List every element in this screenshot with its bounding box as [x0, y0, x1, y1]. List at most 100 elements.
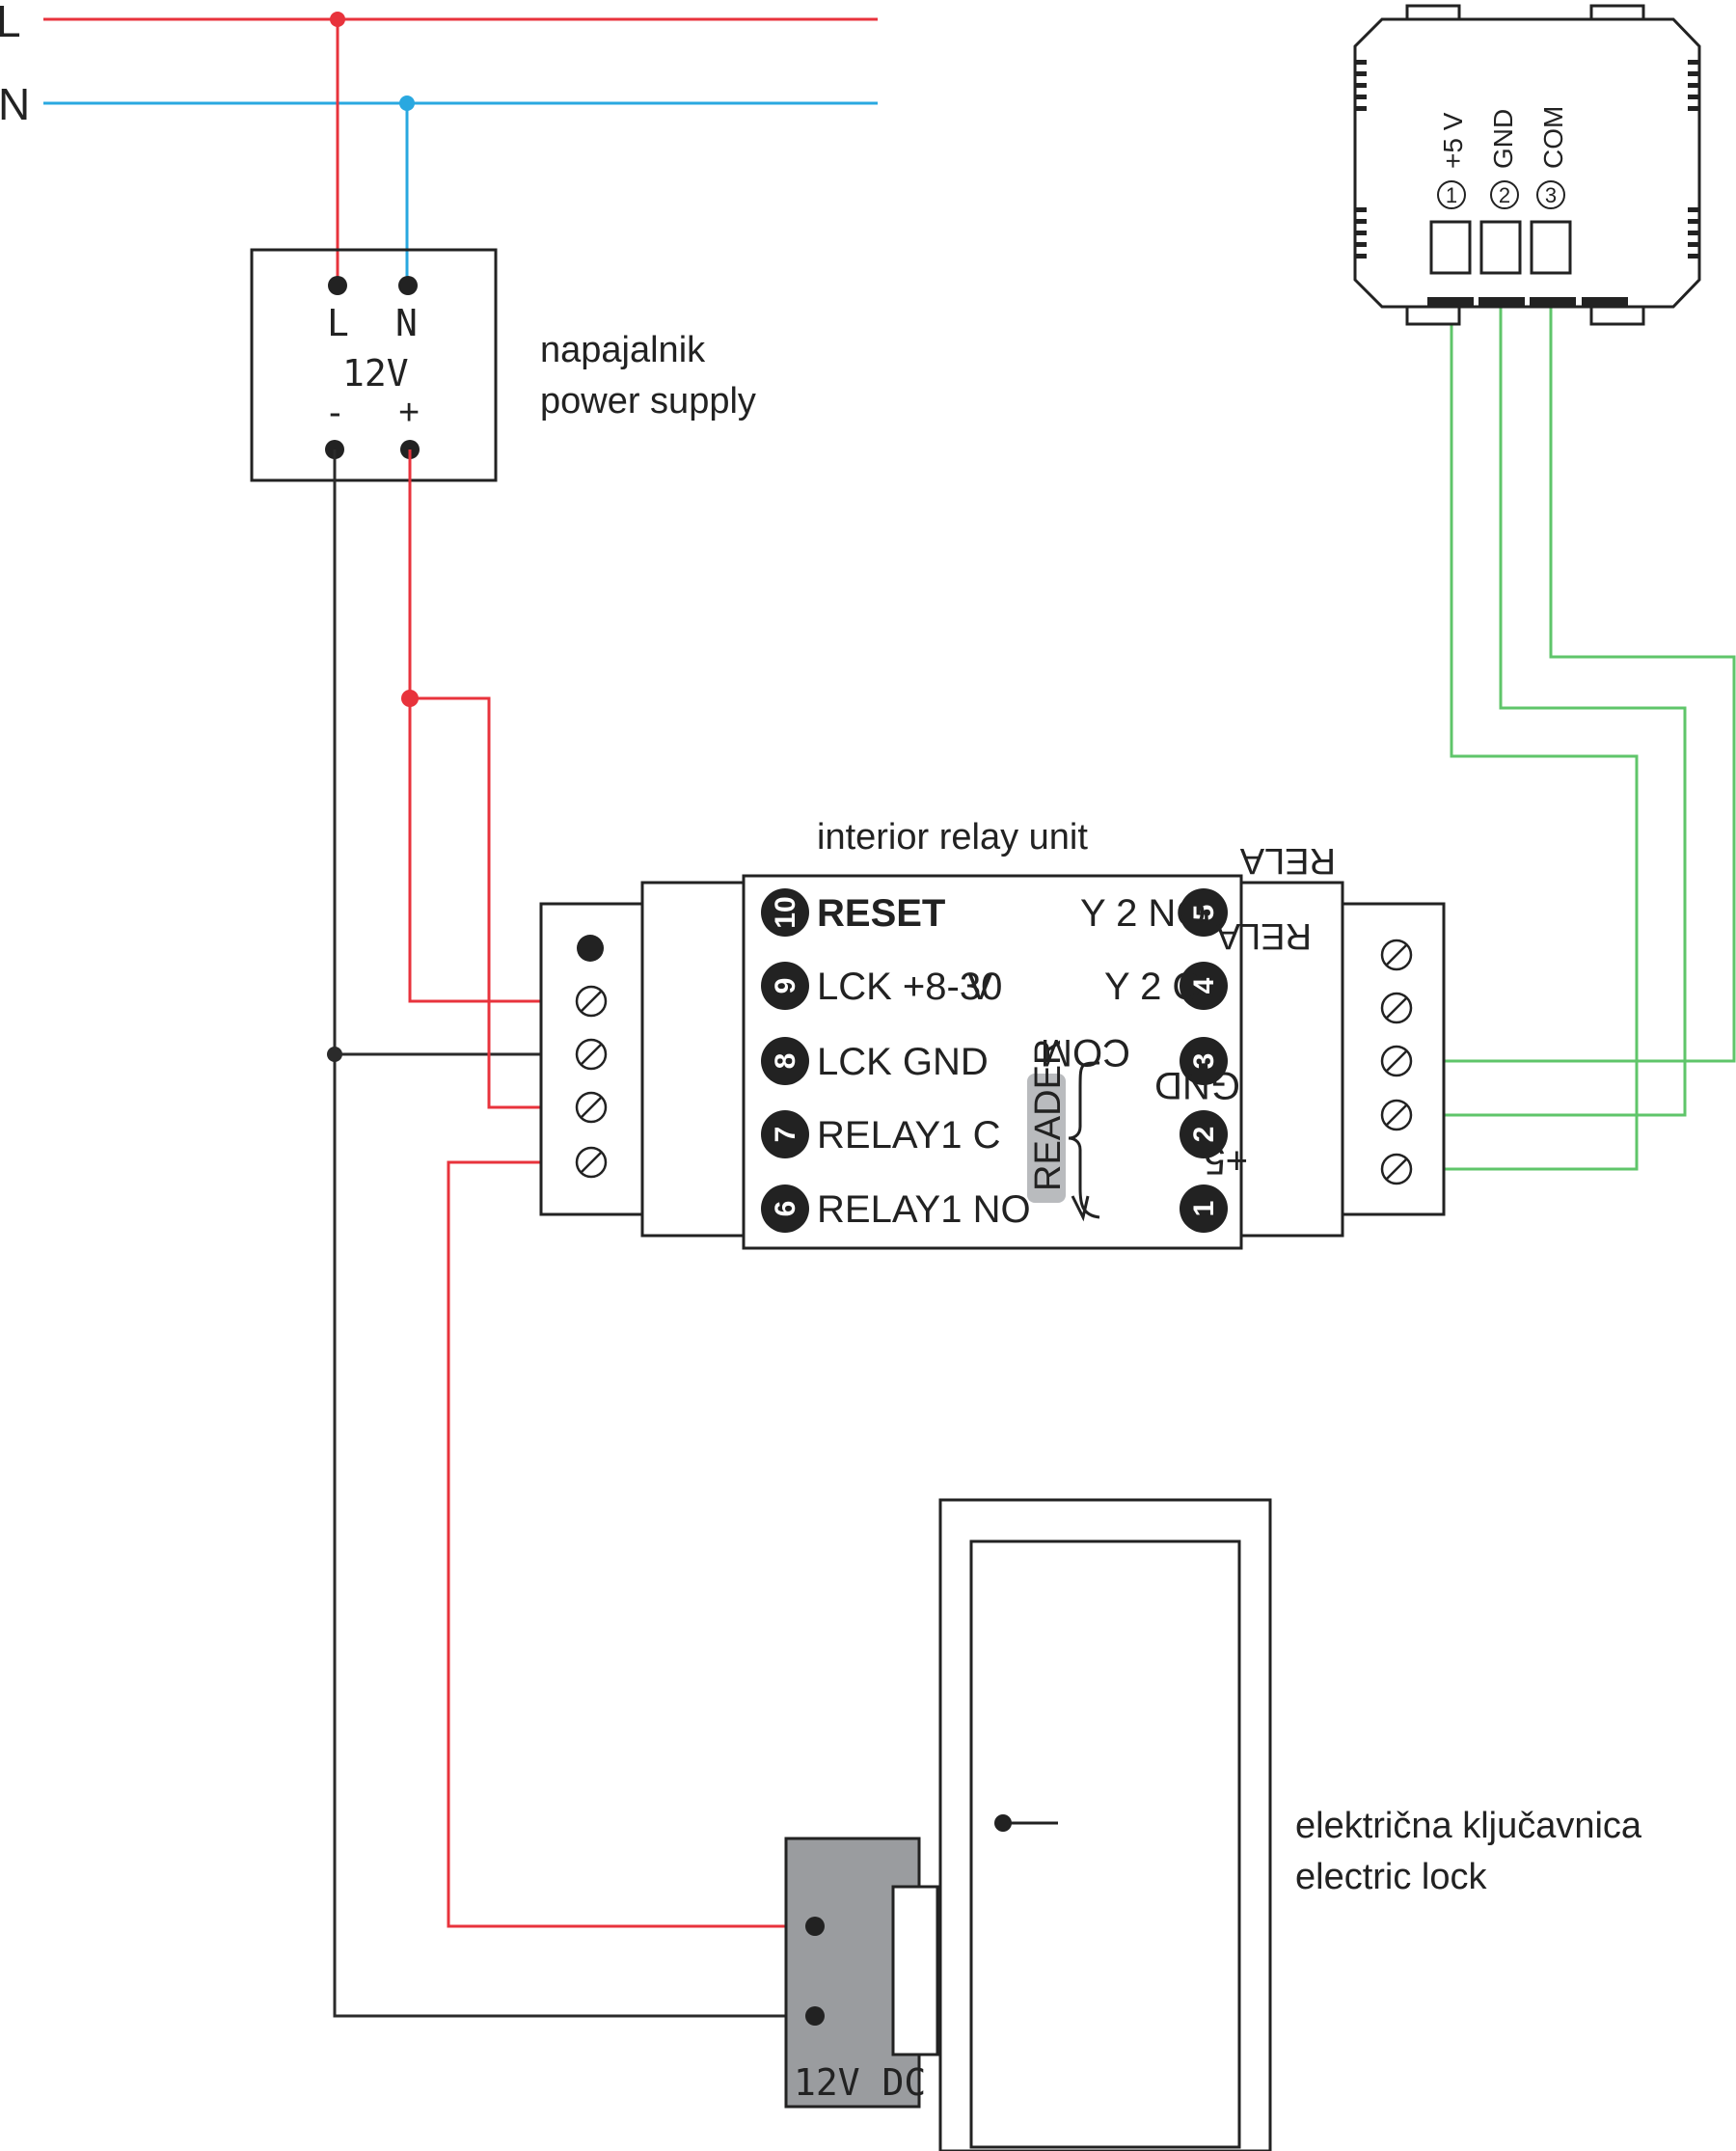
reader-tab-bottom-left — [1405, 305, 1461, 326]
reader-pin-2-socket — [1479, 220, 1522, 275]
relay-badge-4-num: 4 — [1188, 977, 1220, 994]
reader-module: 1 +5 V 2 GND 3 COM — [1353, 4, 1701, 326]
electric-lock: 12V DC električna ključavnica electric l… — [784, 1498, 1642, 2151]
relay-left-screws — [575, 985, 608, 1179]
reader-pin-3-circle — [1536, 180, 1565, 209]
supply-label-n: N — [395, 302, 418, 344]
plus-wire-to-lck — [408, 449, 591, 1003]
relay-badge-2 — [1180, 1110, 1228, 1158]
relay-label-relay2-no: Y 2 NO — [1080, 892, 1206, 935]
plus-junction — [401, 690, 419, 707]
relay-badge-6-num: 6 — [770, 1201, 801, 1217]
lock-label-sl: električna ključavnica — [1295, 1806, 1642, 1846]
supply-label-minus: - — [329, 393, 341, 433]
relay-left-marker-dot — [577, 935, 604, 962]
relay-right-header: RELA — [1239, 840, 1336, 881]
supply-terminal-n — [398, 276, 418, 295]
lock-terminal-plus — [805, 1917, 825, 1936]
reader-pin-2-num: 2 — [1499, 183, 1510, 207]
reader-wire-com — [1408, 303, 1736, 1063]
reader-vent-left-bottom — [1355, 207, 1367, 259]
relay-unit-title: interior relay unit — [817, 817, 1088, 858]
relay-badge-8 — [761, 1037, 809, 1085]
lock-voltage: 12V DC — [794, 2061, 926, 2104]
relay-left-labels: 10 RESET 9 LCK +8-30 V 8 LCK GND 7 RELAY… — [761, 888, 1031, 1233]
reader-pin-2-circle — [1490, 180, 1519, 209]
supply-voltage: 12V — [342, 352, 409, 395]
lock-terminal-minus — [805, 2006, 825, 2026]
supply-label-en: power supply — [540, 381, 756, 422]
relay-label-relay1-no: RELAY1 NO — [817, 1188, 1031, 1231]
supply-label-l: L — [327, 302, 349, 344]
reader-wire-5v — [1408, 303, 1639, 1171]
relay-badge-9 — [761, 962, 809, 1010]
reader-vent-right-bottom — [1688, 207, 1699, 259]
lock-wire-from-relay1-no — [447, 1160, 815, 1928]
relay-label-gnd: GND — [1154, 1064, 1240, 1106]
relay-right-flange — [1239, 881, 1344, 1238]
relay-badge-6 — [761, 1184, 809, 1233]
lock-strike-plate — [891, 1885, 939, 2056]
reader-pin-1-num: 1 — [1446, 183, 1457, 207]
relay-badge-4 — [1180, 962, 1228, 1010]
relay-right-header-2: RELA — [1215, 915, 1312, 956]
relay-badge-3 — [1180, 1037, 1228, 1085]
mains-neutral-label: N — [0, 79, 30, 129]
reader-vent-right-top — [1688, 60, 1699, 111]
reader-vent-left-top — [1355, 60, 1367, 111]
reader-pin-3-name: COM — [1538, 106, 1568, 169]
mains-lines: L N — [0, 0, 878, 285]
relay-label-lck-gnd: LCK GND — [817, 1041, 989, 1083]
lock-label-en: electric lock — [1295, 1857, 1487, 1897]
power-supply: L N 12V - + napajalnik power supply — [250, 248, 756, 482]
reader-housing — [1353, 17, 1701, 309]
reader-pin-2-name: GND — [1488, 109, 1518, 169]
reader-bottom-bars — [1427, 297, 1628, 307]
relay-label-lck-plus: LCK +8-30 — [817, 966, 1002, 1008]
relay-badge-3-num: 3 — [1188, 1053, 1220, 1070]
relay-badge-9-num: 9 — [770, 978, 801, 994]
power-supply-box — [250, 248, 498, 482]
relay-unit: interior relay unit 10 RESET — [539, 817, 1446, 1250]
relay-main-body — [742, 874, 1243, 1250]
relay-label-plus5: +5 — [1204, 1139, 1248, 1182]
ground-junction — [327, 1047, 342, 1062]
reader-tab-top-right — [1589, 4, 1645, 21]
relay-label-reset: RESET — [817, 892, 945, 935]
relay-badge-5-num: 5 — [1188, 905, 1220, 921]
reader-pin-3-num: 3 — [1545, 183, 1557, 207]
relay-badge-5 — [1180, 888, 1228, 937]
relay-badge-10-num: 10 — [770, 896, 801, 928]
relay-left-flange — [640, 881, 746, 1238]
relay-label-overlap-v: V — [967, 966, 993, 1008]
relay-badge-7-num: 7 — [770, 1127, 801, 1143]
relay-badge-7 — [761, 1110, 809, 1158]
supply-label-plus: + — [398, 393, 420, 433]
door-panel — [969, 1539, 1241, 2149]
reader-tab-bottom-right — [1589, 305, 1645, 326]
relay-right-screws — [1380, 939, 1413, 1185]
relay-badge-1-num: 1 — [1188, 1201, 1220, 1217]
supply-terminal-l — [328, 276, 347, 295]
ground-wire-main — [333, 449, 815, 2018]
relay-label-relay2-c: Y 2 C — [1104, 966, 1200, 1008]
reader-pin-3-socket — [1530, 220, 1572, 275]
reader-pin-1-socket — [1429, 220, 1472, 275]
reader-label-highlight — [1027, 1074, 1066, 1203]
reader-pin-1-name: +5 V — [1438, 112, 1468, 169]
reader-brace — [1068, 1061, 1100, 1222]
relay-reader-label: READER — [1028, 1039, 1069, 1191]
relay-badge-10 — [761, 888, 809, 937]
mains-line-label: L — [0, 0, 21, 46]
relay-label-relay1-c: RELAY1 C — [817, 1114, 1000, 1157]
relay-right-labels: 5 Y 2 NO 4 Y 2 C 3 COM 2 GND 1 +5 — [1041, 888, 1248, 1233]
relay-label-com: COM — [1041, 1031, 1130, 1074]
relay-badge-1 — [1180, 1184, 1228, 1233]
supply-label-sl: napajalnik — [540, 330, 706, 370]
reader-wire-gnd — [1408, 303, 1687, 1117]
relay-badge-2-num: 2 — [1188, 1127, 1220, 1143]
reader-pin-1-circle — [1437, 180, 1466, 209]
reader-tab-top-left — [1405, 4, 1461, 21]
relay-badge-8-num: 8 — [770, 1053, 801, 1070]
